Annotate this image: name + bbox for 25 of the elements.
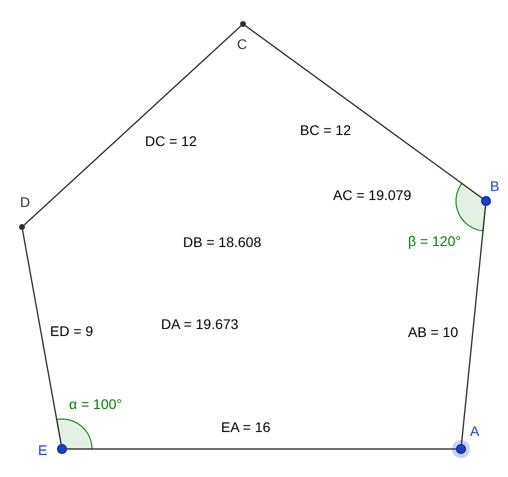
polygon-side — [22, 230, 62, 444]
angle-label: α = 100° — [69, 396, 122, 412]
polygon-side — [245, 25, 482, 199]
point-label: A — [470, 423, 480, 439]
point-label: B — [490, 178, 500, 194]
point-label: E — [38, 442, 48, 458]
point-marker — [456, 444, 466, 454]
measure-label: AC = 19.079 — [333, 187, 412, 203]
point-label: D — [20, 194, 30, 210]
point-marker — [481, 196, 491, 206]
angle-label: β = 120° — [408, 233, 461, 249]
polygon-side — [67, 448, 456, 450]
point-marker — [240, 21, 246, 27]
point-marker — [57, 444, 67, 454]
measure-label: DA = 19.673 — [161, 316, 238, 332]
measure-label: DB = 18.608 — [183, 234, 262, 250]
edge-label: EA = 16 — [221, 419, 270, 435]
point-marker — [19, 224, 25, 230]
point-label: C — [237, 36, 248, 52]
edge-label: BC = 12 — [300, 122, 351, 138]
edge-label: DC = 12 — [145, 133, 197, 149]
polygon-side — [24, 26, 242, 226]
edge-label: AB = 10 — [408, 324, 458, 340]
edge-label: ED = 9 — [50, 323, 94, 339]
polygon-side — [460, 206, 486, 444]
